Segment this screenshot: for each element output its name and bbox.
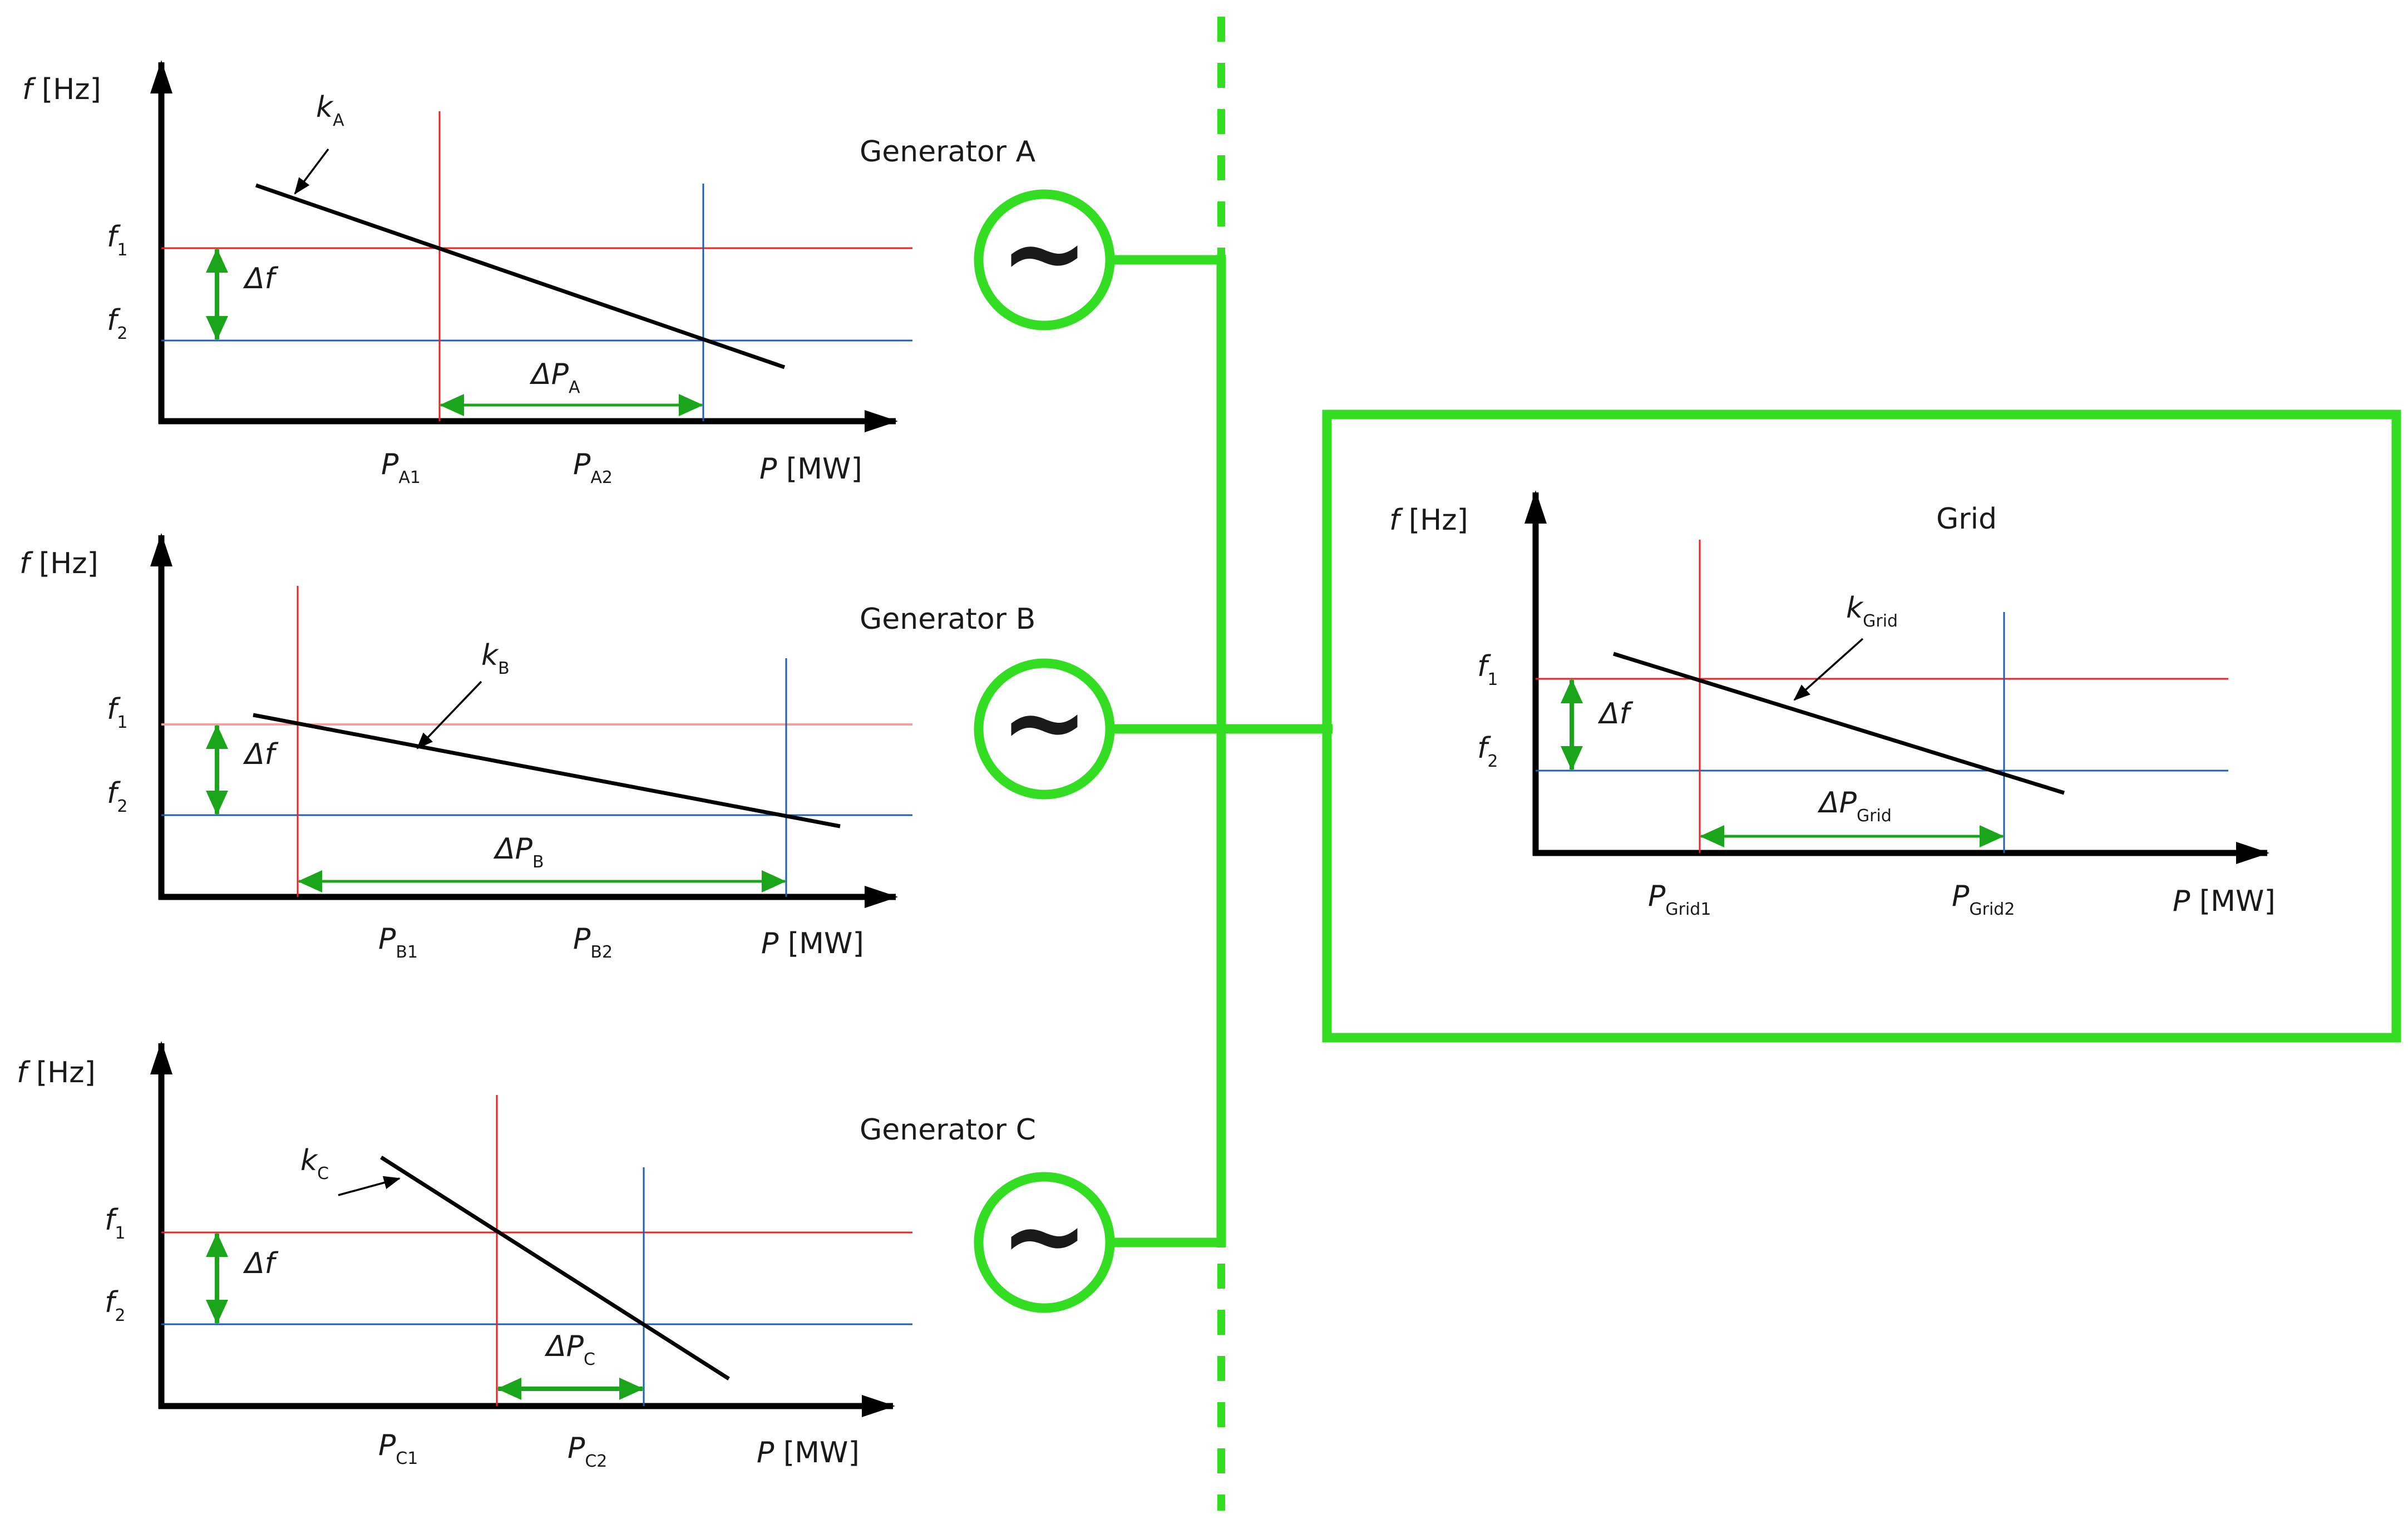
generator-b-f1-label: f1 <box>107 693 127 732</box>
generator-a-f1-label: f1 <box>107 220 127 260</box>
generator-b-p2-label: PB2 <box>573 923 613 962</box>
generator-a-y-axis-label: f [Hz] <box>22 73 101 106</box>
generator-a-droop-label: kA <box>316 91 344 130</box>
generator-b-tilde: ~ <box>1000 660 1088 783</box>
generator-c-f1-label: f1 <box>105 1204 125 1243</box>
generator-c-p1-label: PC1 <box>378 1429 418 1468</box>
generator-a-droop-chart: f [Hz] f1 f2 Δf kA ΔPA PA1 PA2 P [MW] <box>22 60 912 487</box>
generator-a-x-axis-label: P [MW] <box>759 452 862 486</box>
grid-f1-label: f1 <box>1477 650 1498 689</box>
generator-c-droop-line <box>380 1156 730 1380</box>
generator-a-f2-label: f2 <box>107 304 127 343</box>
generator-c-droop-label: kC <box>300 1144 329 1183</box>
generator-b-name: Generator B <box>860 603 1035 636</box>
grid-droop-line <box>1612 652 2065 795</box>
grid-p2-label: PGrid2 <box>1952 880 2015 919</box>
generator-b-f2-label: f2 <box>107 777 127 816</box>
grid-title: Grid <box>1936 502 1997 536</box>
generator-b-droop-chart: f [Hz] f1 f2 Δf kB ΔPB PB1 PB2 P [MW] <box>19 533 912 962</box>
grid-box <box>1322 410 2401 1043</box>
generator-a-tilde: ~ <box>1000 191 1088 314</box>
grid-y-axis-label: f [Hz] <box>1389 504 1468 537</box>
generator-a-p1-label: PA1 <box>381 448 421 487</box>
grid-panel: Grid f [Hz] f1 f2 Δf kGrid ΔPGrid PGrid1… <box>1322 410 2401 1043</box>
generator-c-y-axis-label: f [Hz] <box>17 1056 96 1089</box>
generator-a-p2-label: PA2 <box>573 448 613 487</box>
generator-b-df-label: Δf <box>243 738 279 771</box>
generator-c-name: Generator C <box>860 1113 1036 1147</box>
generator-c-f2-label: f2 <box>105 1286 125 1325</box>
generator-c-dp-label: ΔPC <box>544 1330 595 1369</box>
generator-c-tilde: ~ <box>1000 1174 1088 1297</box>
generator-a-dp-label: ΔPA <box>529 358 580 397</box>
generator-b-y-axis-label: f [Hz] <box>19 547 98 580</box>
grid-droop-label: kGrid <box>1846 591 1898 631</box>
grid-p1-label: PGrid1 <box>1648 880 1711 919</box>
generator-bus-network: Generator A Generator B Generator C ~ ~ … <box>860 17 1333 1511</box>
generator-b-droop-label: kB <box>481 639 510 678</box>
grid-f2-label: f2 <box>1477 732 1498 771</box>
generator-b-x-axis-label: P [MW] <box>761 927 864 960</box>
generator-c-droop-pointer <box>338 1176 401 1196</box>
generator-c-droop-chart: f [Hz] f1 f2 Δf kC ΔPC PC1 PC2 P [MW] <box>17 1041 912 1471</box>
generator-b-p1-label: PB1 <box>378 923 418 962</box>
generator-a-df-label: Δf <box>243 262 279 295</box>
generator-a-name: Generator A <box>860 135 1036 169</box>
generator-b-droop-pointer <box>416 680 482 749</box>
generator-c-x-axis-label: P [MW] <box>757 1436 860 1469</box>
grid-droop-pointer <box>1793 638 1864 701</box>
generator-c-p2-label: PC2 <box>568 1432 607 1471</box>
generator-c-df-label: Δf <box>243 1247 279 1280</box>
generator-a-droop-pointer <box>294 148 329 195</box>
generator-b-dp-label: ΔPB <box>493 832 544 872</box>
generator-b-droop-line <box>253 713 841 828</box>
grid-df-label: Δf <box>1597 697 1634 731</box>
grid-x-axis-label: P [MW] <box>2173 885 2276 918</box>
grid-dp-label: ΔPGrid <box>1817 786 1892 826</box>
generator-a-droop-line <box>255 183 786 369</box>
